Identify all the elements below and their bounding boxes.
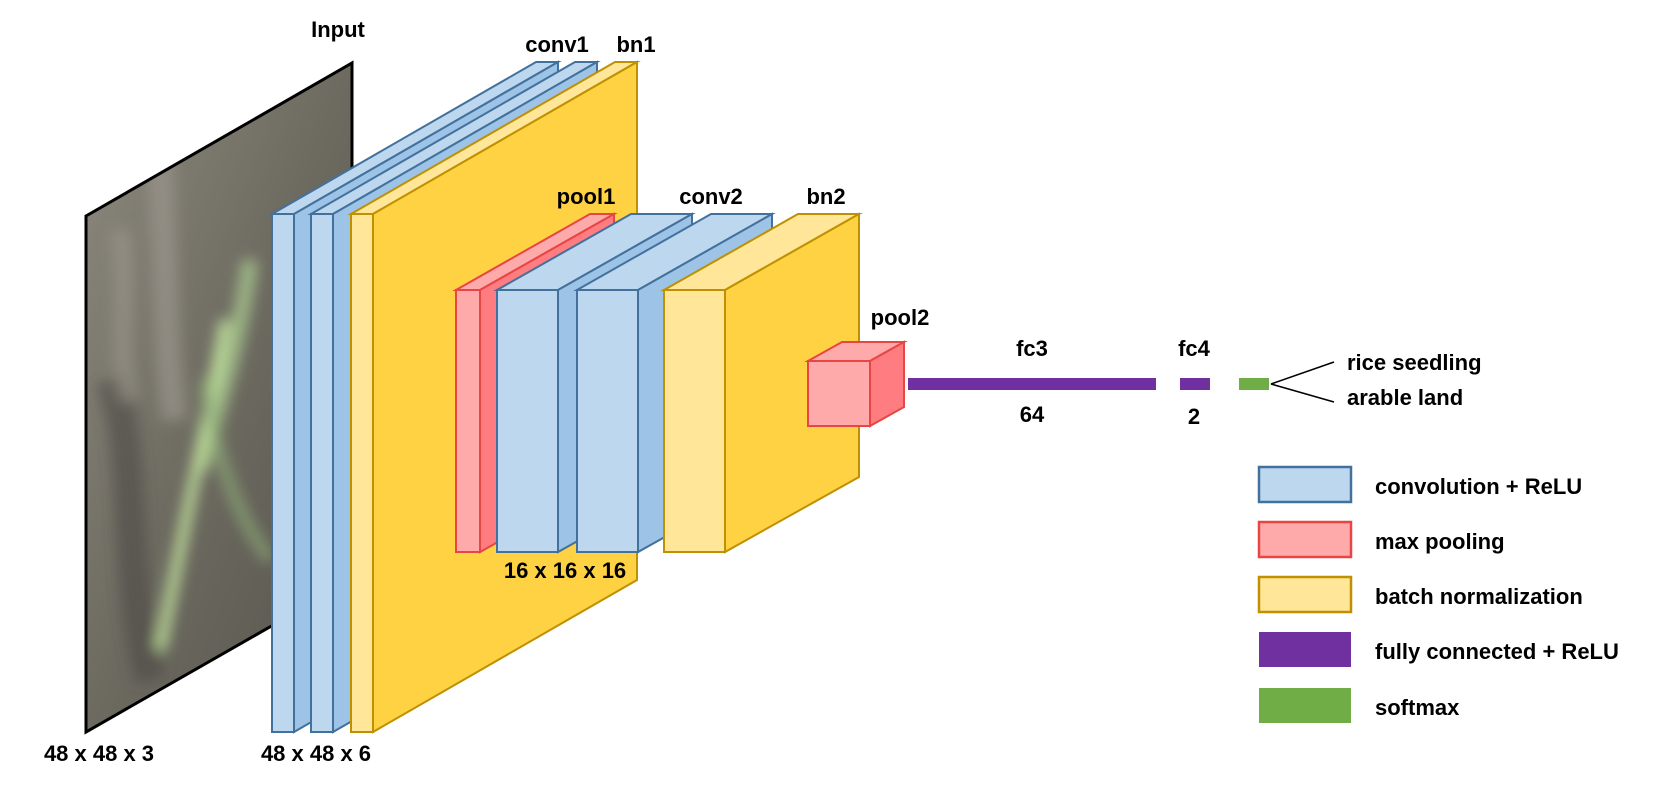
legend-swatch-batch-normalization <box>1257 575 1353 614</box>
legend-swatch-max-pooling <box>1257 520 1353 559</box>
dim-fc3: 64 <box>1020 402 1045 427</box>
output-line-arable <box>1270 383 1335 403</box>
dim-fc4: 2 <box>1188 404 1200 429</box>
legend-swatch-convolution <box>1257 465 1353 504</box>
label-bn1: bn1 <box>616 32 655 57</box>
legend-label-convolution: convolution + ReLU <box>1375 474 1582 499</box>
legend-label-batch-normalization: batch normalization <box>1375 584 1583 609</box>
label-fc4: fc4 <box>1178 336 1211 361</box>
dim-block2: 16 x 16 x 16 <box>504 558 626 583</box>
softmax-bar <box>1239 378 1269 390</box>
legend-swatch-fully-connected <box>1259 632 1351 667</box>
label-conv2: conv2 <box>679 184 743 209</box>
legend: convolution + ReLU max pooling batch nor… <box>1257 465 1619 723</box>
label-input: Input <box>311 17 365 42</box>
pool2-layer <box>804 340 908 428</box>
label-conv1: conv1 <box>525 32 589 57</box>
legend-item-fully-connected: fully connected + ReLU <box>1259 632 1619 667</box>
legend-item-batch-normalization: batch normalization <box>1257 575 1583 614</box>
label-pool2: pool2 <box>871 305 930 330</box>
label-pool1: pool1 <box>557 184 616 209</box>
legend-item-max-pooling: max pooling <box>1257 520 1505 559</box>
legend-label-max-pooling: max pooling <box>1375 529 1505 554</box>
fc4-bar <box>1180 378 1210 390</box>
output-label-arable-land: arable land <box>1347 385 1463 410</box>
legend-item-convolution: convolution + ReLU <box>1257 465 1582 504</box>
legend-item-softmax: softmax <box>1259 688 1460 723</box>
legend-label-fully-connected: fully connected + ReLU <box>1375 639 1619 664</box>
label-bn2: bn2 <box>806 184 845 209</box>
dim-block1: 48 x 48 x 6 <box>261 741 371 766</box>
legend-label-softmax: softmax <box>1375 695 1460 720</box>
fc3-bar <box>908 378 1156 390</box>
bn2-layer <box>660 212 863 554</box>
legend-swatch-softmax <box>1259 688 1351 723</box>
label-fc3: fc3 <box>1016 336 1048 361</box>
output-line-rice <box>1270 361 1335 385</box>
output-label-rice-seedling: rice seedling <box>1347 350 1482 375</box>
dim-input: 48 x 48 x 3 <box>44 741 154 766</box>
